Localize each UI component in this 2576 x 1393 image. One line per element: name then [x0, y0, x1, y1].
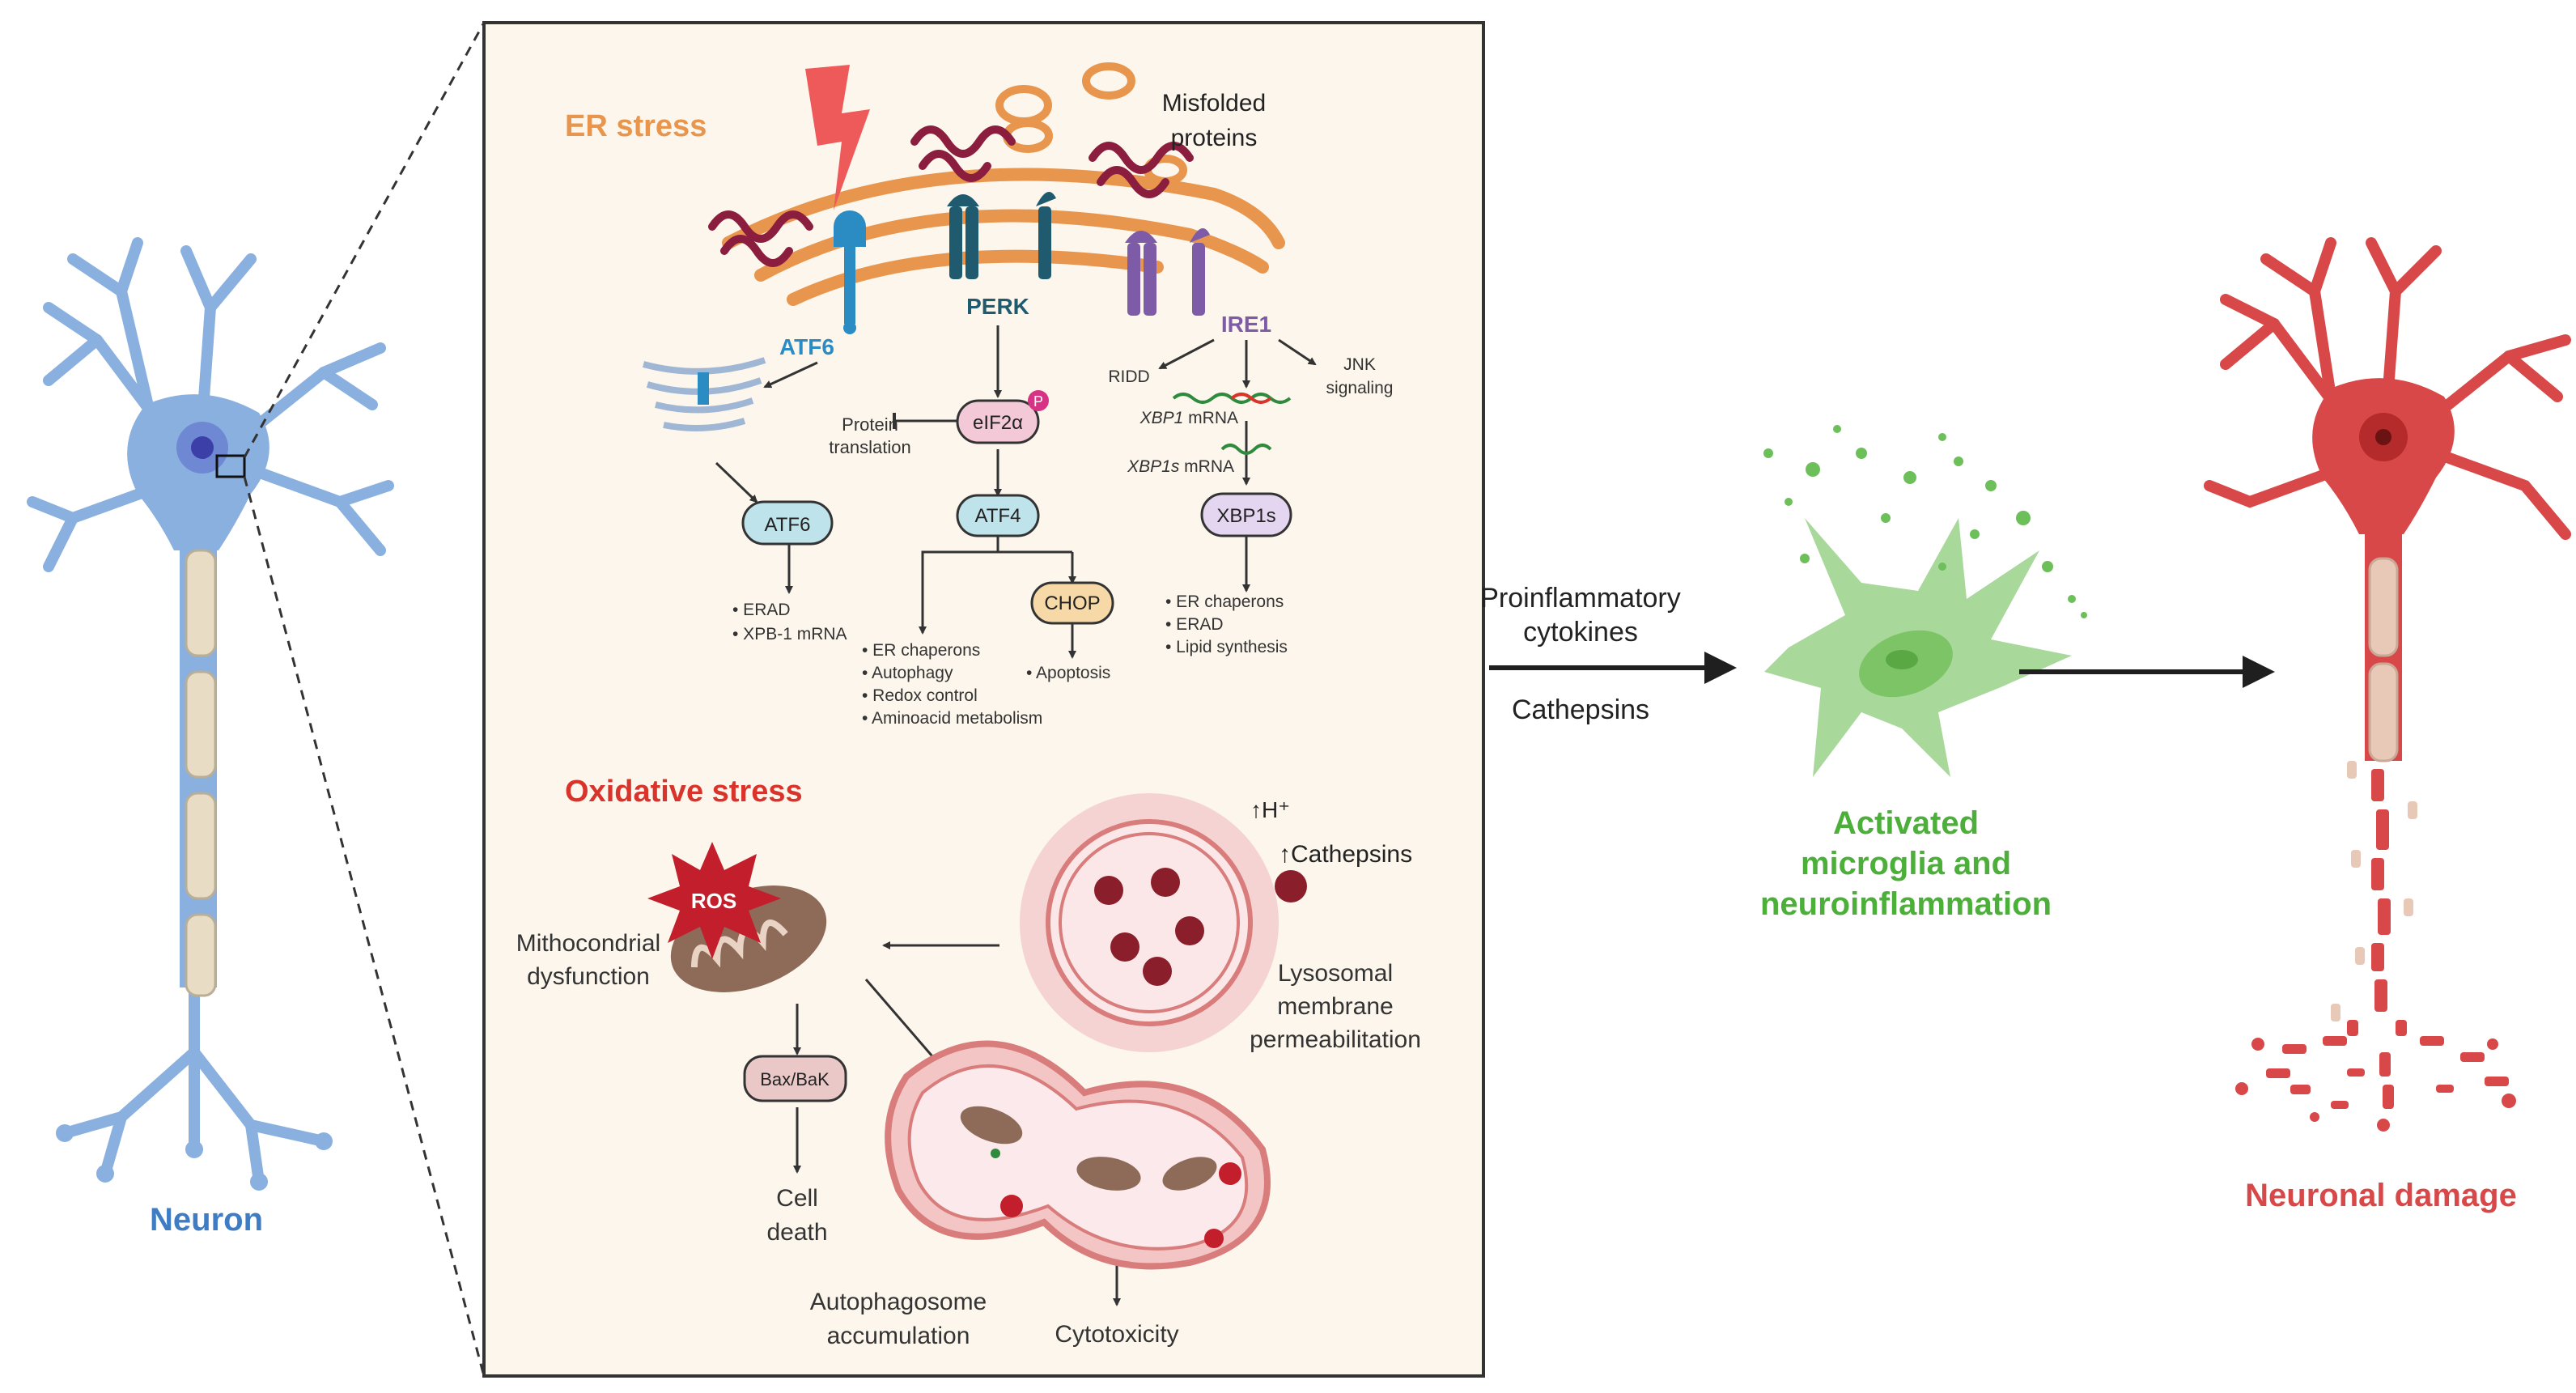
xbp1s-output-1: • ER chaperons [1165, 592, 1284, 611]
atf4-output-3: • Redox control [862, 686, 978, 705]
atf4-output-2: • Autophagy [862, 664, 953, 682]
microglia-label-2: microglia and [1801, 846, 2011, 881]
misfolded-label-2: proteins [1171, 125, 1258, 151]
lysosome-icon [1020, 793, 1307, 1052]
lysosomal-label-3: permeabilitation [1250, 1026, 1421, 1053]
atf4-box [956, 494, 1040, 537]
h-plus-label: ↑H⁺ [1250, 797, 1290, 822]
mito-label-1: Mithocondrial [516, 930, 660, 957]
atf6-box [741, 500, 834, 546]
apoptosis-label: • Apoptosis [1026, 664, 1110, 682]
lysosomal-label-1: Lysosomal [1278, 960, 1393, 987]
xbp1-mrna-label: XBP1 mRNA [1139, 409, 1238, 427]
jnk-label-2: signaling [1326, 379, 1394, 397]
microglia-icon [1763, 425, 2087, 777]
baxbak-label: Bax/BaK [760, 1069, 830, 1089]
mito-label-2: dysfunction [527, 963, 650, 990]
autophagosome-label-2: accumulation [827, 1323, 970, 1349]
xbp1s-output-3: • Lipid synthesis [1165, 638, 1288, 656]
atf4-label: ATF4 [975, 505, 1021, 527]
lightning-icon [805, 65, 870, 210]
eif2a-box [956, 399, 1040, 444]
microglia-label-1: Activated [1833, 805, 1979, 841]
chop-label: CHOP [1044, 592, 1100, 614]
healthy-neuron [27, 237, 394, 1191]
phospho-badge-label: P [1033, 393, 1043, 410]
xbp1s-output-2: • ERAD [1165, 615, 1224, 634]
cell-death-1: Cell [776, 1185, 818, 1212]
jnk-label-1: JNK [1343, 355, 1376, 374]
atf6-label: ATF6 [779, 334, 834, 359]
damaged-neuron [2204, 237, 2571, 1132]
er-stress-title: ER stress [565, 109, 707, 143]
ire1-label: IRE1 [1221, 312, 1271, 337]
perk-label: PERK [966, 294, 1029, 319]
atf6-box-label: ATF6 [765, 514, 811, 536]
xbp1s-box [1200, 492, 1292, 537]
ros-label: ROS [691, 889, 736, 913]
xbp1s-mrna-label: XBP1s mRNA [1127, 457, 1234, 476]
cell-death-2: death [766, 1219, 827, 1246]
oxidative-stress-title: Oxidative stress [565, 775, 803, 809]
xbp1s-box-label: XBP1s [1216, 505, 1275, 527]
atf6-output-1: • ERAD [732, 601, 791, 619]
baxbak-box [743, 1055, 847, 1102]
atf6-receptor-icon [834, 210, 866, 334]
phospho-badge [1028, 390, 1049, 411]
cathepsins-label: Cathepsins [1512, 694, 1649, 725]
golgi-icon [642, 357, 766, 431]
cathepsins-up-label: ↑Cathepsins [1279, 841, 1412, 868]
atf4-output-1: • ER chaperons [862, 641, 980, 660]
atf6-output-2: • XPB-1 mRNA [732, 625, 847, 643]
chop-box [1030, 581, 1114, 625]
damage-label: Neuronal damage [2245, 1178, 2517, 1213]
misfolded-protein-icon [708, 125, 1194, 267]
protein-translation-1: Protein [842, 414, 898, 435]
ire1-receptor-icon [1125, 228, 1210, 316]
proinflammatory-label-1: Proinflammatory [1480, 583, 1681, 614]
microglia-label-3: neuroinflammation [1760, 886, 2052, 922]
protein-translation-2: translation [829, 437, 911, 457]
zoom-line-bottom [243, 476, 486, 1377]
cytotoxicity-label: Cytotoxicity [1055, 1321, 1178, 1348]
atf4-output-4: • Aminoacid metabolism [862, 709, 1042, 728]
perk-receptor-icon [947, 192, 1056, 279]
ridd-label: RIDD [1108, 367, 1149, 386]
lysosomal-label-2: membrane [1277, 993, 1393, 1020]
ros-burst-icon [647, 842, 781, 959]
zoom-line-top [243, 22, 486, 458]
proinflammatory-label-2: cytokines [1523, 617, 1638, 648]
neuron-label: Neuron [150, 1202, 263, 1238]
misfolded-label-1: Misfolded [1162, 90, 1266, 117]
autophagosome-icon [885, 1040, 1271, 1270]
xbp1s-mrna-wave [1220, 444, 1272, 455]
autophagosome-label-1: Autophagosome [810, 1289, 987, 1315]
eif2a-label: eIF2α [973, 412, 1023, 434]
